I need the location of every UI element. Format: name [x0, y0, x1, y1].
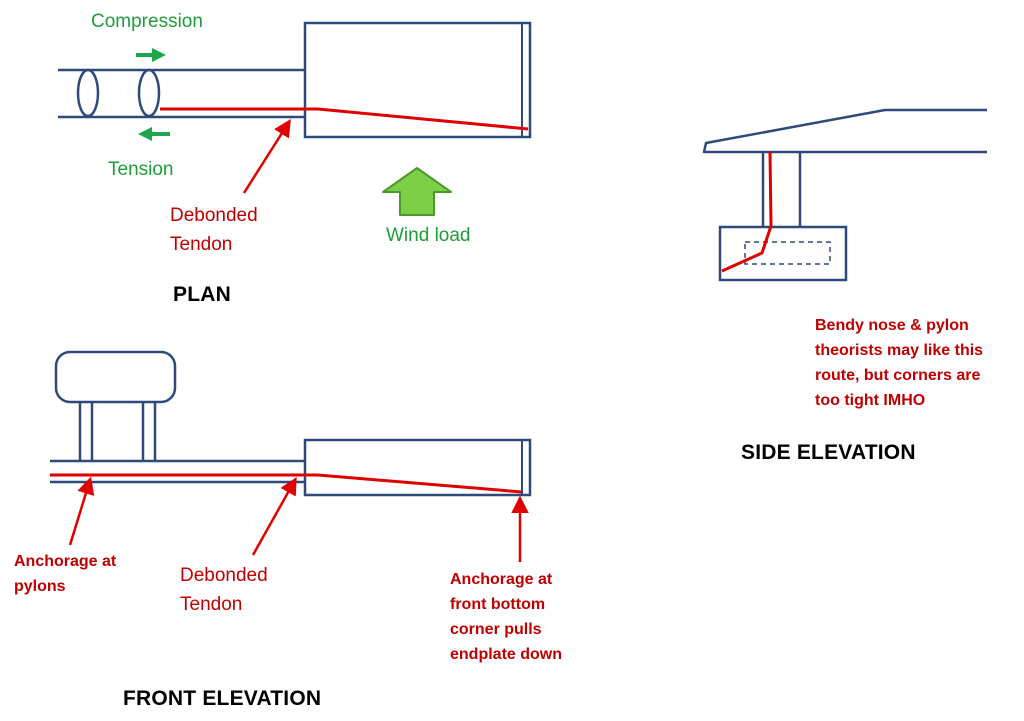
side-tendon-route: [721, 151, 773, 273]
pylon-anchor-label: Anchorage at pylons: [14, 549, 116, 599]
front-elevation-view: [50, 350, 532, 562]
side-note-line-3: route, but corners are: [815, 367, 981, 384]
plan-heading: PLAN: [173, 283, 231, 306]
front-debonded-label: Debonded Tendon: [180, 561, 268, 619]
front-debonded-line-2: Tendon: [180, 594, 243, 615]
side-internal-cavity: [744, 241, 831, 265]
compression-label: Compression: [91, 11, 203, 32]
side-elevation-view: [702, 108, 987, 282]
plan-debonded-label: Debonded Tendon: [170, 201, 258, 259]
side-boom-profile: [702, 108, 987, 154]
side-elevation-heading: SIDE ELEVATION: [741, 441, 916, 464]
side-note-line-4: too tight IMHO: [815, 392, 926, 409]
front-anchor-line-4: endplate down: [450, 646, 562, 663]
tension-label: Tension: [108, 159, 174, 180]
side-note: Bendy nose & pylon theorists may like th…: [815, 313, 983, 413]
plan-debonded-pointer: [242, 119, 291, 194]
plan-tube-section-left: [76, 68, 100, 118]
front-anchor-line-3: corner pulls: [450, 621, 542, 638]
plan-tube-section-right: [137, 68, 161, 118]
front-anchor-line-2: front bottom: [450, 596, 546, 613]
side-note-line-2: theorists may like this: [815, 342, 984, 359]
pylon-anchor-line-1: Anchorage at: [14, 553, 117, 570]
side-nose-block: [718, 225, 848, 282]
pylon-anchor-line-2: pylons: [14, 578, 66, 595]
plan-tendon: [160, 107, 529, 131]
front-debonded-line-1: Debonded: [180, 565, 268, 586]
wind-load-arrow: [382, 167, 452, 216]
pylon-anchor-pointer: [68, 476, 95, 546]
side-note-line-1: Bendy nose & pylon: [815, 317, 969, 334]
plan-debonded-line-2: Tendon: [170, 234, 233, 255]
front-anchor-line-1: Anchorage at: [450, 571, 553, 588]
front-debonded-pointer: [251, 476, 297, 556]
compression-arrow: [136, 48, 166, 62]
wind-load-label: Wind load: [386, 225, 471, 246]
front-elevation-heading: FRONT ELEVATION: [123, 687, 322, 710]
tension-arrow: [138, 127, 170, 141]
plan-view: [58, 21, 532, 216]
front-float-pod: [54, 350, 177, 404]
front-nose-block: [303, 438, 532, 497]
front-anchor-label: Anchorage at front bottom corner pulls e…: [450, 567, 562, 667]
plan-debonded-line-1: Debonded: [170, 205, 258, 226]
front-tendon: [50, 473, 523, 494]
